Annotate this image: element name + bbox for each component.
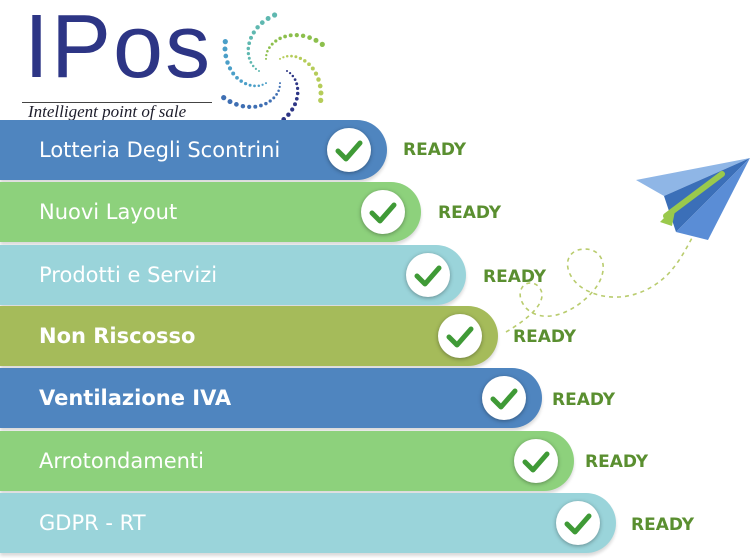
check-mark-icon bbox=[327, 128, 371, 172]
status-ready-label: READY bbox=[403, 140, 467, 160]
feature-bar: Ventilazione IVA bbox=[0, 368, 542, 428]
feature-bar: Arrotondamenti bbox=[0, 431, 574, 491]
logo-wordmark: IPos bbox=[24, 0, 213, 97]
feature-label: Arrotondamenti bbox=[39, 449, 204, 473]
paper-plane-icon bbox=[636, 158, 750, 240]
feature-label: GDPR - RT bbox=[39, 511, 146, 535]
status-ready-label: READY bbox=[552, 390, 616, 410]
dotted-swirl-icon bbox=[221, 12, 325, 130]
check-mark-icon bbox=[482, 376, 526, 420]
status-ready-label: READY bbox=[483, 267, 547, 287]
check-mark-icon bbox=[438, 314, 482, 358]
feature-bar: Lotteria Degli Scontrini bbox=[0, 120, 387, 180]
check-mark-icon bbox=[361, 190, 405, 234]
logo-divider bbox=[22, 102, 212, 103]
logo-tagline: Intelligent point of sale bbox=[28, 102, 187, 121]
check-mark-icon bbox=[406, 253, 450, 297]
feature-bar: Nuovi Layout bbox=[0, 182, 421, 242]
check-mark-icon bbox=[514, 439, 558, 483]
check-mark-icon bbox=[556, 501, 600, 545]
feature-bar: Prodotti e Servizi bbox=[0, 245, 466, 305]
status-ready-label: READY bbox=[585, 452, 649, 472]
feature-label: Non Riscosso bbox=[39, 324, 196, 348]
status-ready-label: READY bbox=[513, 327, 577, 347]
status-ready-label: READY bbox=[438, 203, 502, 223]
feature-bar: Non Riscosso bbox=[0, 306, 498, 366]
ipos-logo: IPos Intelligent point of sale bbox=[22, 2, 332, 130]
feature-bar: GDPR - RT bbox=[0, 493, 616, 553]
feature-label: Ventilazione IVA bbox=[39, 386, 232, 410]
status-ready-label: READY bbox=[631, 515, 695, 535]
feature-label: Nuovi Layout bbox=[39, 200, 178, 224]
feature-label: Lotteria Degli Scontrini bbox=[39, 138, 281, 162]
feature-label: Prodotti e Servizi bbox=[39, 263, 218, 287]
